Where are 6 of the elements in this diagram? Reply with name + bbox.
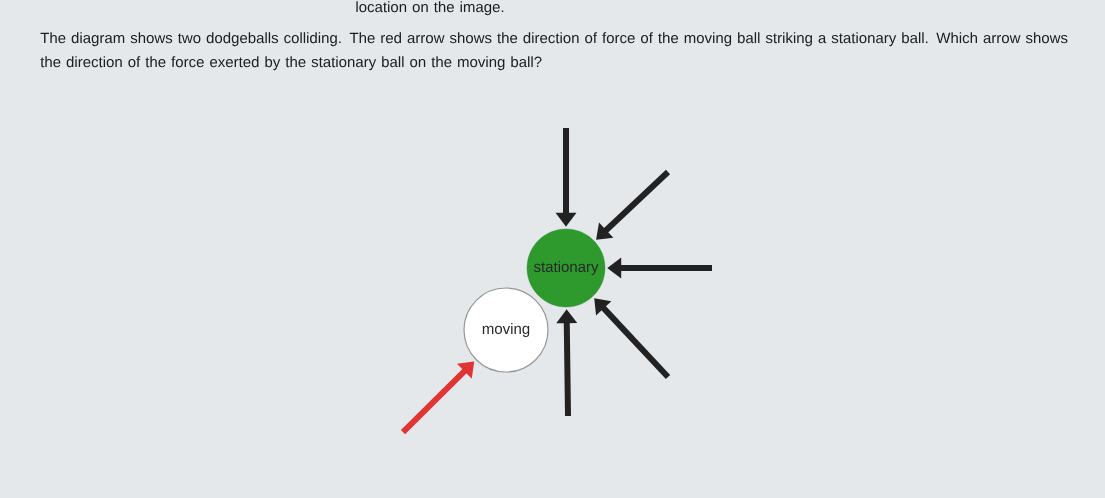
arrow [594,298,671,380]
moving-ball: moving [463,287,549,373]
question-text: The diagram shows two dodgeballs colliding. The red arrow shows the direction of force of the moving ball striking a stationary ball. Which arrow shows the direction of the force exerted by the stationary ball on the moving ball? [40,32,1068,71]
stationary-ball: stationary [526,228,606,308]
cut-off-text: location on the image. [356,1,504,16]
arrow [596,169,671,240]
